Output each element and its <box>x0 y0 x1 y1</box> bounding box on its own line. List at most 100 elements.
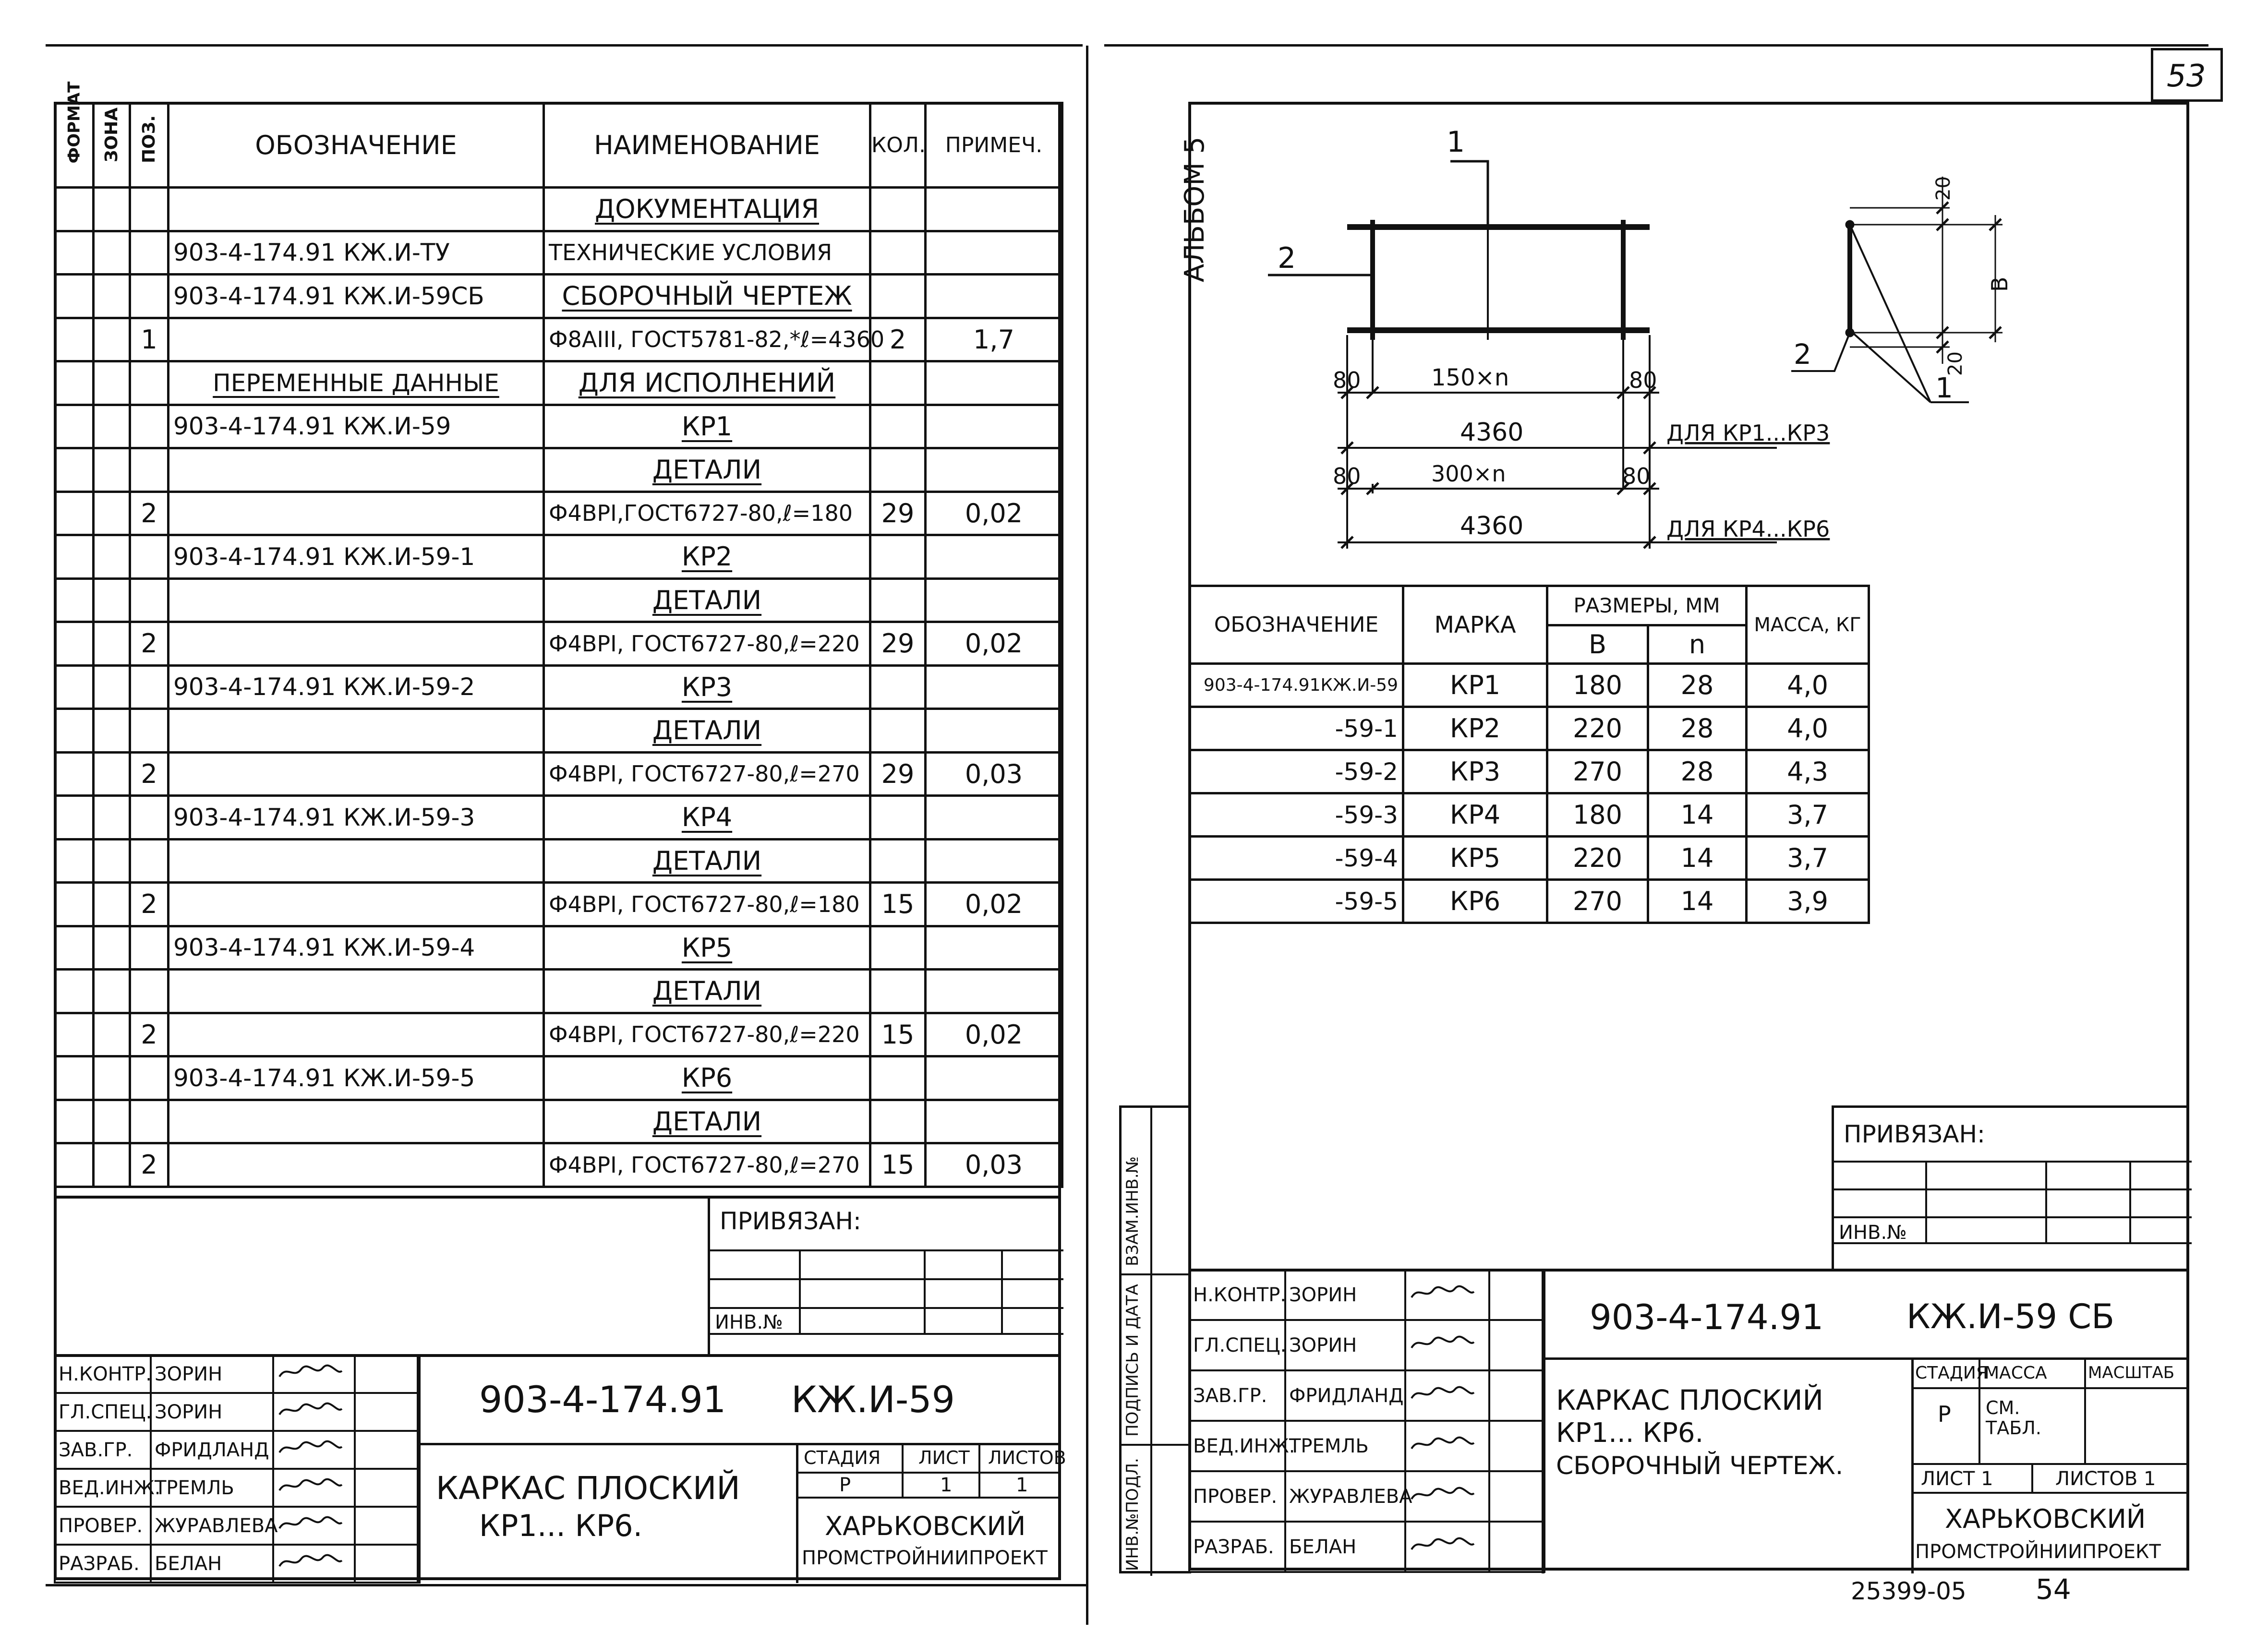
signer-name: ЖУРАВЛЕВА <box>155 1514 278 1537</box>
spec-qty-cell: 15 <box>881 1150 915 1180</box>
spec-designation-cell: 903-4-174.91 КЖ.И-59СБ <box>173 282 484 310</box>
marks-h-b: В <box>1588 629 1607 660</box>
marks-mark-cell: КР1 <box>1449 670 1501 700</box>
side-replace-inv: ВЗАМ.ИНВ.№ <box>1123 1156 1142 1266</box>
header-note: ПРИМЕЧ. <box>945 133 1043 157</box>
marks-h-mass: МАССА, КГ <box>1754 613 1861 636</box>
spec-name-cell: Ф4ВРI,ГОСТ6727-80,ℓ=180 <box>549 500 853 527</box>
signature-scribble-icon <box>277 1554 344 1576</box>
spec-name-cell: Ф4ВРI, ГОСТ6727-80,ℓ=220 <box>549 630 860 657</box>
left-mark: КЖ.И-59 <box>791 1378 955 1421</box>
right-mark: КЖ.И-59 СБ <box>1906 1297 2115 1336</box>
marks-h-designation: ОБОЗНАЧЕНИЕ <box>1214 612 1379 637</box>
signer-name: ЖУРАВЛЕВА <box>1289 1485 1412 1508</box>
sheet-number-box: 53 <box>2151 48 2223 102</box>
side-stamp: ВЗАМ.ИНВ.№ ПОДПИСЬ И ДАТА ИНВ.№ПОДЛ. <box>1119 1105 1191 1576</box>
spec-row: ДЕТАЛИ <box>54 968 1063 1014</box>
signature-scribble-icon <box>277 1440 344 1462</box>
marks-mark-cell: КР3 <box>1449 756 1501 787</box>
left-title-line2: КР1... КР6. <box>479 1508 643 1543</box>
marks-n-cell: 28 <box>1680 670 1714 700</box>
side-inv-orig: ИНВ.№ПОДЛ. <box>1123 1458 1142 1571</box>
left-sheet: 1 <box>940 1474 953 1496</box>
marks-designation-cell: 903-4-174.91КЖ.И-59 <box>1203 675 1398 695</box>
right-stage: Р <box>1938 1401 1951 1427</box>
signature-scribble-icon <box>1409 1537 1476 1559</box>
right-mass-label: МАССА <box>1984 1363 2047 1383</box>
marks-h-sizes: РАЗМЕРЫ, ММ <box>1573 594 1720 617</box>
marks-designation-cell: -59-4 <box>1335 844 1398 872</box>
left-attached-stamp: ПРИВЯЗАН: ИНВ.№ <box>708 1196 1063 1354</box>
signature-scribble-icon <box>277 1402 344 1424</box>
spec-pos-cell: 2 <box>141 1150 157 1180</box>
left-stage: Р <box>839 1474 851 1496</box>
dim-20-bottom: 20 <box>1944 351 1966 376</box>
header-pos: ПОЗ. <box>139 115 159 163</box>
spec-qty-cell: 15 <box>881 889 915 920</box>
spec-row: ДЕТАЛИ <box>54 708 1063 754</box>
right-scale-label: МАСШТАБ <box>2088 1363 2175 1382</box>
spec-qty-cell: 29 <box>881 498 915 528</box>
marks-n-cell: 28 <box>1680 756 1714 787</box>
spec-designation-cell: 903-4-174.91 КЖ.И-59-2 <box>173 673 475 701</box>
marks-designation-cell: -59-3 <box>1335 801 1398 829</box>
header-qty: КОЛ. <box>871 133 926 157</box>
spec-pos-cell: 2 <box>141 628 157 659</box>
signer-role: ЗАВ.ГР. <box>59 1439 133 1461</box>
marks-designation-cell: -59-1 <box>1335 714 1398 743</box>
dim-80-a: 80 <box>1333 367 1361 393</box>
dim-80-d: 80 <box>1622 463 1651 489</box>
spec-qty-cell: 29 <box>881 628 915 659</box>
spec-row: ДЕТАЛИ <box>54 447 1063 493</box>
section-label-pos2: 2 <box>1794 338 1811 371</box>
marks-h-mark: МАРКА <box>1434 611 1516 638</box>
spec-name-cell: КР5 <box>681 932 733 963</box>
spec-pos-cell: 2 <box>141 1019 157 1050</box>
marks-mass-cell: 3,7 <box>1787 800 1828 830</box>
signature-scribble-icon <box>277 1364 344 1386</box>
spec-qty-cell: 2 <box>889 324 906 355</box>
right-attached-label: ПРИВЯЗАН: <box>1844 1120 1985 1148</box>
left-stage-label: СТАДИЯ <box>804 1447 881 1468</box>
dim-20-top: 20 <box>1932 176 1954 201</box>
signature-scribble-icon <box>1409 1285 1476 1307</box>
spec-pos-cell: 2 <box>141 758 157 789</box>
top-rule-right <box>1104 44 2208 47</box>
signer-role: ПРОВЕР. <box>1193 1485 1278 1508</box>
left-sheet: ФОРМАТ ЗОНА ПОЗ. ОБОЗНАЧЕНИЕ НАИМЕНОВАНИ… <box>54 81 1066 1584</box>
header-designation: ОБОЗНАЧЕНИЕ <box>255 130 457 160</box>
marks-b-cell: 220 <box>1572 713 1623 744</box>
spec-row: ДЕТАЛИ <box>54 838 1063 884</box>
spec-name-cell: КР2 <box>681 541 733 572</box>
left-sheet-label: ЛИСТ <box>918 1447 970 1468</box>
dim-300n: 300×n <box>1431 461 1506 487</box>
marks-b-cell: 220 <box>1572 843 1623 873</box>
signer-row: Н.КОНТР.ЗОРИН <box>54 1354 421 1394</box>
marks-h-n: n <box>1689 629 1706 660</box>
signer-row: ВЕД.ИНЖ.ТРЕМЛЬ <box>1188 1420 1545 1472</box>
signer-name: ФРИДЛАНД <box>155 1439 269 1461</box>
signer-row: ПРОВЕР. ЖУРАВЛЕВА <box>1188 1470 1545 1523</box>
marks-mass-cell: 3,7 <box>1787 843 1828 873</box>
left-sheets: 1 <box>1016 1474 1028 1496</box>
spec-name-cell: ДЕТАЛИ <box>652 1106 762 1137</box>
spec-row: 903-4-174.91 КЖ.И-59-1 КР2 <box>54 534 1063 580</box>
dim-4360-a: 4360 <box>1460 418 1523 447</box>
right-title-line1: КАРКАС ПЛОСКИЙ <box>1556 1384 1823 1416</box>
signer-role: Н.КОНТР. <box>1193 1284 1287 1306</box>
spec-designation-cell: 903-4-174.91 КЖ.И-59-1 <box>173 542 475 571</box>
signature-scribble-icon <box>1409 1436 1476 1458</box>
spec-name-cell: ДЕТАЛИ <box>652 845 762 876</box>
signer-name: ФРИДЛАНД <box>1289 1384 1404 1407</box>
header-name: НАИМЕНОВАНИЕ <box>594 130 820 160</box>
left-org-line1: ХАРЬКОВСКИЙ <box>825 1511 1026 1541</box>
left-titleblock-top <box>54 1354 1061 1357</box>
